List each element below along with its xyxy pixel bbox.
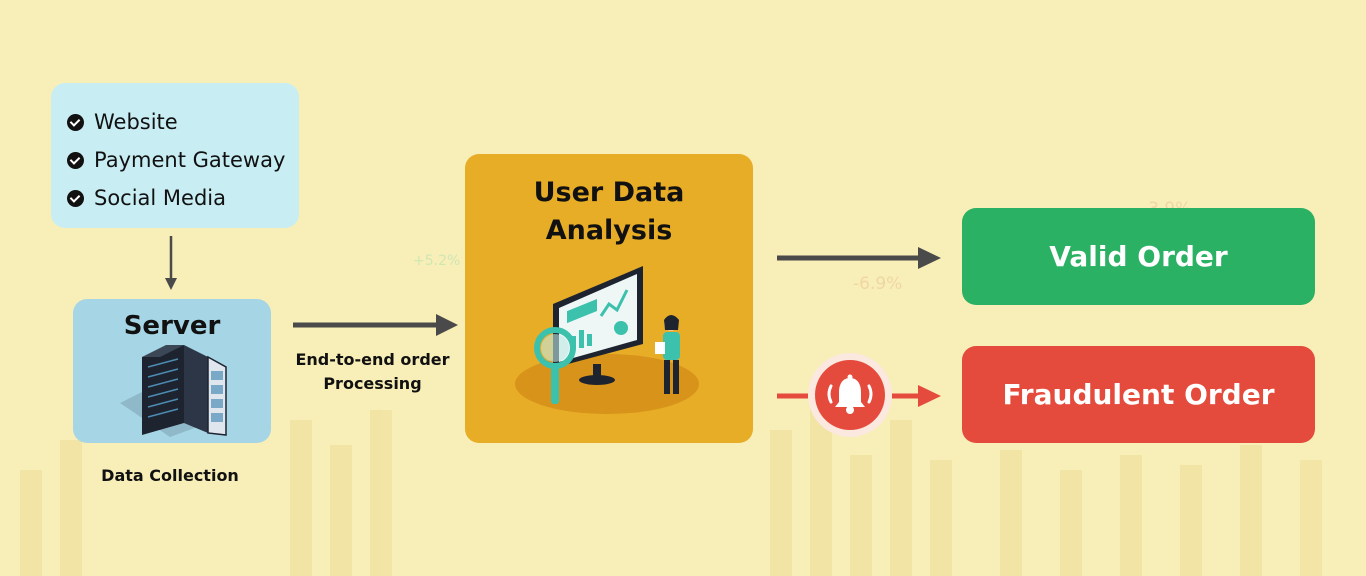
- arrow-analysis-to-fraud: [777, 385, 941, 407]
- background-bars: [20, 400, 1322, 576]
- server-caption: Data Collection: [101, 466, 239, 485]
- source-label: Payment Gateway: [94, 148, 286, 172]
- fraudulent-order-box: Fraudulent Order: [962, 346, 1315, 443]
- alarm-bell-badge: [808, 353, 892, 437]
- check-circle-icon: [67, 189, 84, 207]
- server-title: Server: [123, 311, 221, 341]
- valid-order-label: Valid Order: [1049, 240, 1228, 273]
- server-box: Server: [73, 299, 271, 443]
- source-item-website: Website: [67, 103, 299, 141]
- check-circle-icon: [67, 113, 84, 131]
- arrow-sources-to-server: [165, 236, 177, 290]
- valid-order-box: Valid Order: [962, 208, 1315, 305]
- server-rack-icon: [120, 345, 227, 437]
- analysis-title: User Data Analysis: [533, 177, 685, 246]
- processing-caption-line2: Processing: [323, 374, 422, 393]
- fraudulent-order-label: Fraudulent Order: [1002, 378, 1275, 411]
- processing-caption-line1: End-to-end order: [295, 350, 450, 369]
- check-circle-icon: [67, 151, 84, 169]
- analytics-dashboard-illustration: [515, 266, 699, 414]
- data-sources-box: Website Payment Gateway Social Media: [51, 83, 299, 228]
- source-item-social-media: Social Media: [67, 179, 299, 217]
- source-label: Social Media: [94, 186, 227, 210]
- source-item-payment-gateway: Payment Gateway: [67, 141, 299, 179]
- source-label: Website: [94, 110, 178, 134]
- processing-caption: End-to-end order Processing: [290, 348, 455, 396]
- arrow-analysis-to-valid: [777, 247, 941, 269]
- bg-ticker-3: -6.9%: [853, 274, 902, 294]
- alarm-bell-icon: [827, 374, 873, 414]
- user-data-analysis-box: User Data Analysis: [465, 154, 753, 443]
- arrow-server-to-analysis: [293, 314, 458, 336]
- bg-ticker-2: +5.2%: [413, 253, 460, 269]
